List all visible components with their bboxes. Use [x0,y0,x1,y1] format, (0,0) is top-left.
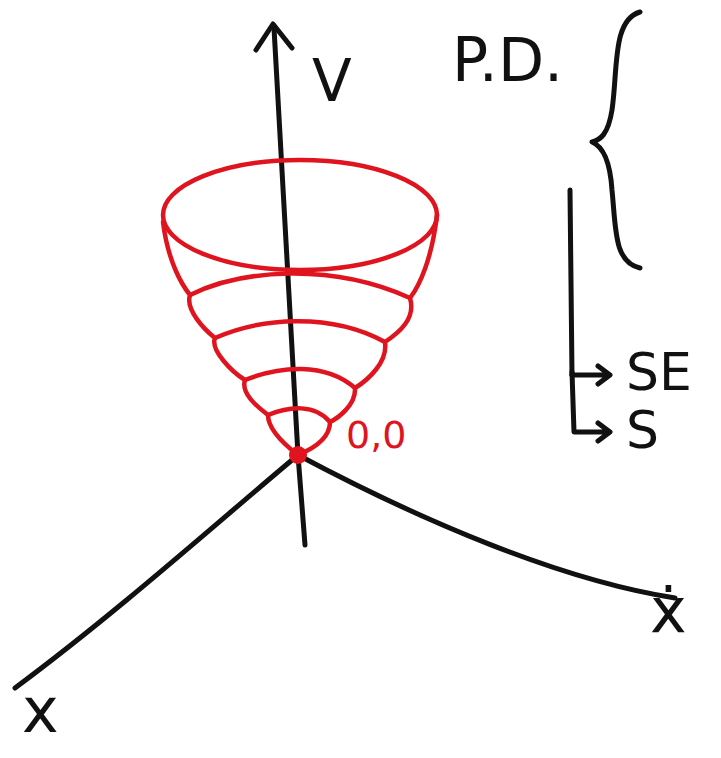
curly-brace [592,12,640,268]
axis-line [274,28,298,455]
funnel [163,160,437,455]
branch-label: SE [626,346,692,398]
axis-line [298,455,305,545]
origin-dot [289,446,307,464]
axis-label: ẋ [650,580,687,642]
axis-line [15,455,298,688]
axis-label: V [312,52,352,110]
axis-label: x [22,680,59,742]
axis-line [298,455,675,598]
branch-label: S [626,404,659,456]
heading-label: P.D. [452,30,563,90]
origin-label: 0,0 [346,416,406,454]
tree-line [570,190,572,375]
arrow-head [256,24,292,50]
tree-arrow [572,372,610,441]
tree-arrow [572,366,610,384]
